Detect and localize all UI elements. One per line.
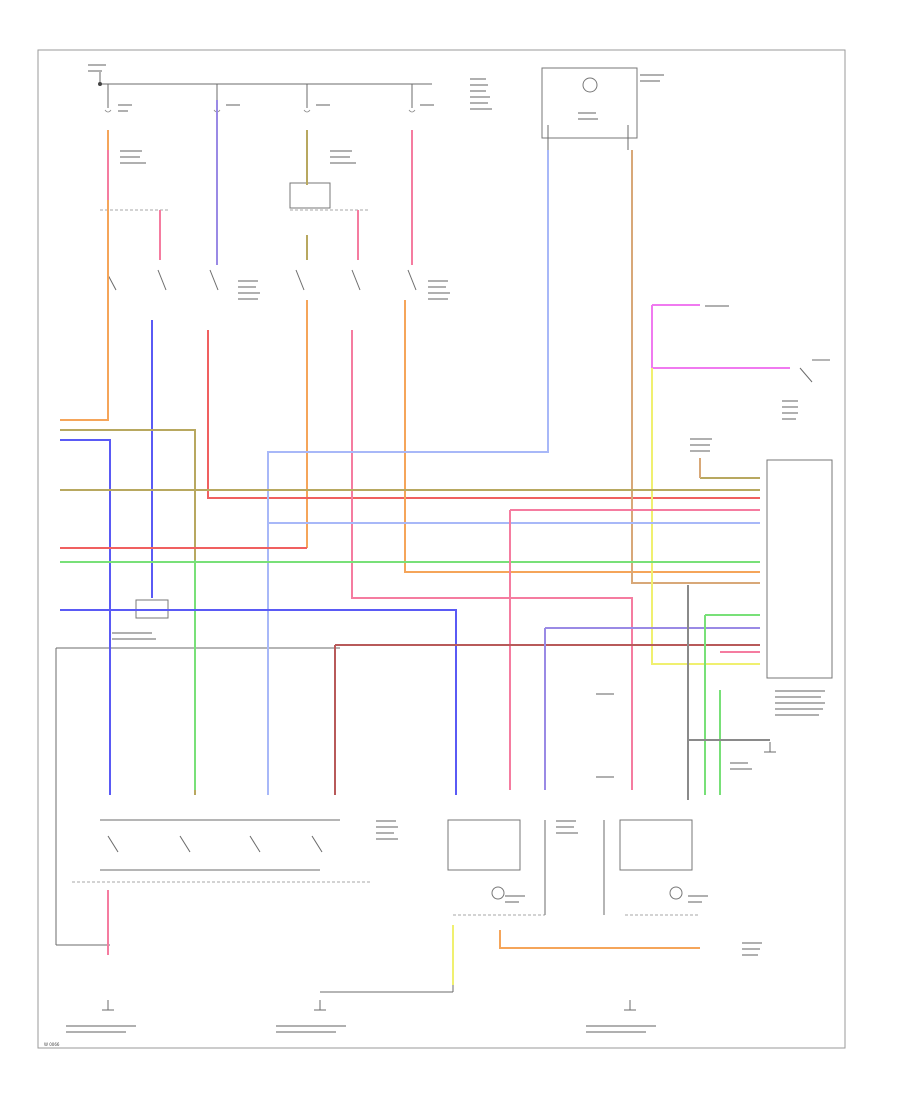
label-mark bbox=[775, 690, 825, 692]
label-mark bbox=[690, 438, 712, 440]
label-mark bbox=[470, 78, 486, 80]
relay-box bbox=[289, 182, 331, 209]
colored-wires bbox=[60, 100, 790, 985]
wire-red bbox=[207, 330, 760, 499]
label-mark bbox=[690, 444, 710, 446]
wire-orange bbox=[404, 300, 760, 573]
footer-code: W 0066 bbox=[44, 1042, 60, 1047]
label-mark bbox=[428, 280, 448, 282]
label-mark bbox=[596, 776, 614, 778]
label-mark bbox=[470, 108, 492, 110]
lock-switch-group bbox=[72, 819, 370, 883]
trunk-switch bbox=[799, 367, 813, 383]
label-mark bbox=[238, 292, 260, 294]
label-mark bbox=[688, 901, 702, 903]
label-mark bbox=[730, 768, 752, 770]
wire-orange bbox=[499, 930, 700, 949]
wire-lightblue bbox=[267, 150, 549, 795]
unreadable-labels bbox=[66, 64, 825, 1033]
label-mark bbox=[782, 418, 796, 420]
door-switches bbox=[107, 269, 417, 291]
actuator-motors bbox=[447, 819, 700, 916]
label-mark bbox=[226, 104, 240, 106]
label-mark bbox=[276, 1031, 336, 1033]
label-mark bbox=[688, 895, 708, 897]
ground-symbols bbox=[102, 742, 776, 1011]
label-mark bbox=[66, 1031, 126, 1033]
label-mark bbox=[775, 714, 819, 716]
label-mark bbox=[88, 64, 106, 66]
label-mark bbox=[120, 156, 140, 158]
label-mark bbox=[556, 832, 578, 834]
label-mark bbox=[556, 820, 576, 822]
label-mark bbox=[376, 838, 398, 840]
label-mark bbox=[112, 638, 156, 640]
label-mark bbox=[420, 104, 434, 106]
label-mark bbox=[782, 406, 798, 408]
label-mark bbox=[428, 286, 446, 288]
wire-olive bbox=[60, 429, 196, 795]
label-mark bbox=[586, 1025, 656, 1027]
label-mark bbox=[742, 948, 760, 950]
label-mark bbox=[470, 90, 486, 92]
label-mark bbox=[775, 702, 825, 704]
label-mark bbox=[376, 820, 396, 822]
label-mark bbox=[330, 162, 356, 164]
label-mark bbox=[586, 1031, 646, 1033]
label-mark bbox=[118, 104, 132, 106]
label-mark bbox=[470, 102, 488, 104]
label-mark bbox=[578, 112, 596, 114]
label-mark bbox=[640, 80, 660, 82]
label-mark bbox=[330, 150, 352, 152]
label-mark bbox=[88, 70, 102, 72]
label-mark bbox=[376, 826, 398, 828]
label-mark bbox=[428, 298, 448, 300]
label-mark bbox=[120, 150, 142, 152]
label-mark bbox=[742, 954, 758, 956]
label-mark bbox=[556, 826, 574, 828]
label-mark bbox=[505, 901, 519, 903]
label-mark bbox=[238, 280, 258, 282]
fuse-drops bbox=[104, 84, 416, 113]
label-mark bbox=[316, 104, 330, 106]
wire-yellow bbox=[651, 368, 760, 665]
wire-blue bbox=[60, 439, 111, 795]
wire-tan bbox=[631, 150, 760, 584]
diagram-border bbox=[37, 49, 846, 1049]
label-mark bbox=[782, 412, 798, 414]
label-mark bbox=[112, 632, 152, 634]
label-mark bbox=[690, 450, 710, 452]
wire-blue bbox=[60, 609, 457, 795]
label-mark bbox=[782, 400, 798, 402]
label-mark bbox=[596, 693, 614, 695]
label-mark bbox=[428, 292, 450, 294]
control-unit-box bbox=[766, 459, 833, 679]
label-mark bbox=[376, 832, 394, 834]
label-mark bbox=[578, 118, 598, 120]
label-mark bbox=[118, 110, 128, 112]
label-mark bbox=[775, 696, 821, 698]
label-mark bbox=[238, 298, 258, 300]
label-mark bbox=[120, 162, 146, 164]
wire-gray bbox=[687, 585, 770, 741]
label-mark bbox=[775, 708, 823, 710]
label-mark bbox=[470, 96, 490, 98]
label-mark bbox=[505, 895, 525, 897]
wire-orange bbox=[60, 130, 109, 421]
motor-icon bbox=[582, 77, 598, 93]
label-mark bbox=[66, 1025, 136, 1027]
wire-magenta bbox=[651, 305, 790, 369]
label-mark bbox=[470, 84, 488, 86]
wire-pink bbox=[351, 330, 633, 790]
label-mark bbox=[705, 305, 729, 307]
label-mark bbox=[276, 1025, 346, 1027]
label-mark bbox=[640, 74, 664, 76]
label-mark bbox=[730, 762, 748, 764]
label-mark bbox=[742, 942, 762, 944]
label-mark bbox=[330, 156, 350, 158]
label-mark bbox=[238, 286, 256, 288]
